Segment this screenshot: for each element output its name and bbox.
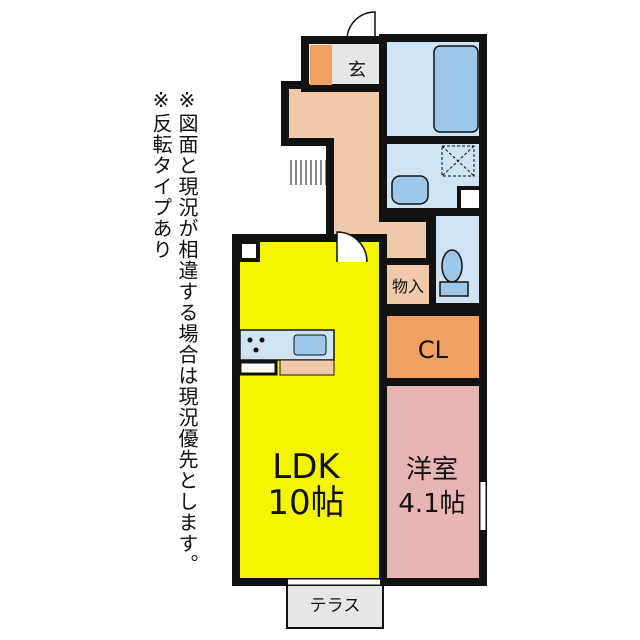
pipe-shaft xyxy=(457,186,483,212)
kitchen-wall xyxy=(238,360,278,376)
bathtub xyxy=(433,45,479,133)
hallway xyxy=(285,85,430,280)
washer-space xyxy=(441,145,475,177)
toilet-bowl xyxy=(441,249,463,283)
storage-label: 物入 xyxy=(392,277,424,296)
western-room-name: 洋室 xyxy=(406,455,458,485)
shoe-box xyxy=(310,45,332,85)
entrance-door-swing xyxy=(346,11,376,41)
stove-burner xyxy=(253,347,259,353)
ldk-pillar xyxy=(238,240,260,262)
step-lines xyxy=(290,160,327,185)
terrace-label: テラス xyxy=(310,596,361,616)
ldk-room-name: LDK xyxy=(272,447,341,487)
closet-label: CL xyxy=(418,336,449,364)
disclaimer-note: ※図面と現況が相違する場合は現況優先とします。 xyxy=(175,88,199,575)
reversed-type-note: ※反転タイプあり xyxy=(149,88,173,260)
western-room xyxy=(379,378,487,586)
washbasin xyxy=(391,175,429,205)
stove-burner xyxy=(259,337,265,343)
kitchen-cabinet xyxy=(279,359,335,376)
ldk-door-swing xyxy=(336,231,368,263)
ldk-room xyxy=(232,234,387,586)
ldk-room-size: 10帖 xyxy=(267,483,344,523)
stove-burner xyxy=(247,337,253,343)
toilet-tank xyxy=(439,281,469,297)
sink xyxy=(293,334,327,356)
western-room-size: 4.1帖 xyxy=(398,489,465,519)
entrance-label: 玄 xyxy=(348,60,366,81)
